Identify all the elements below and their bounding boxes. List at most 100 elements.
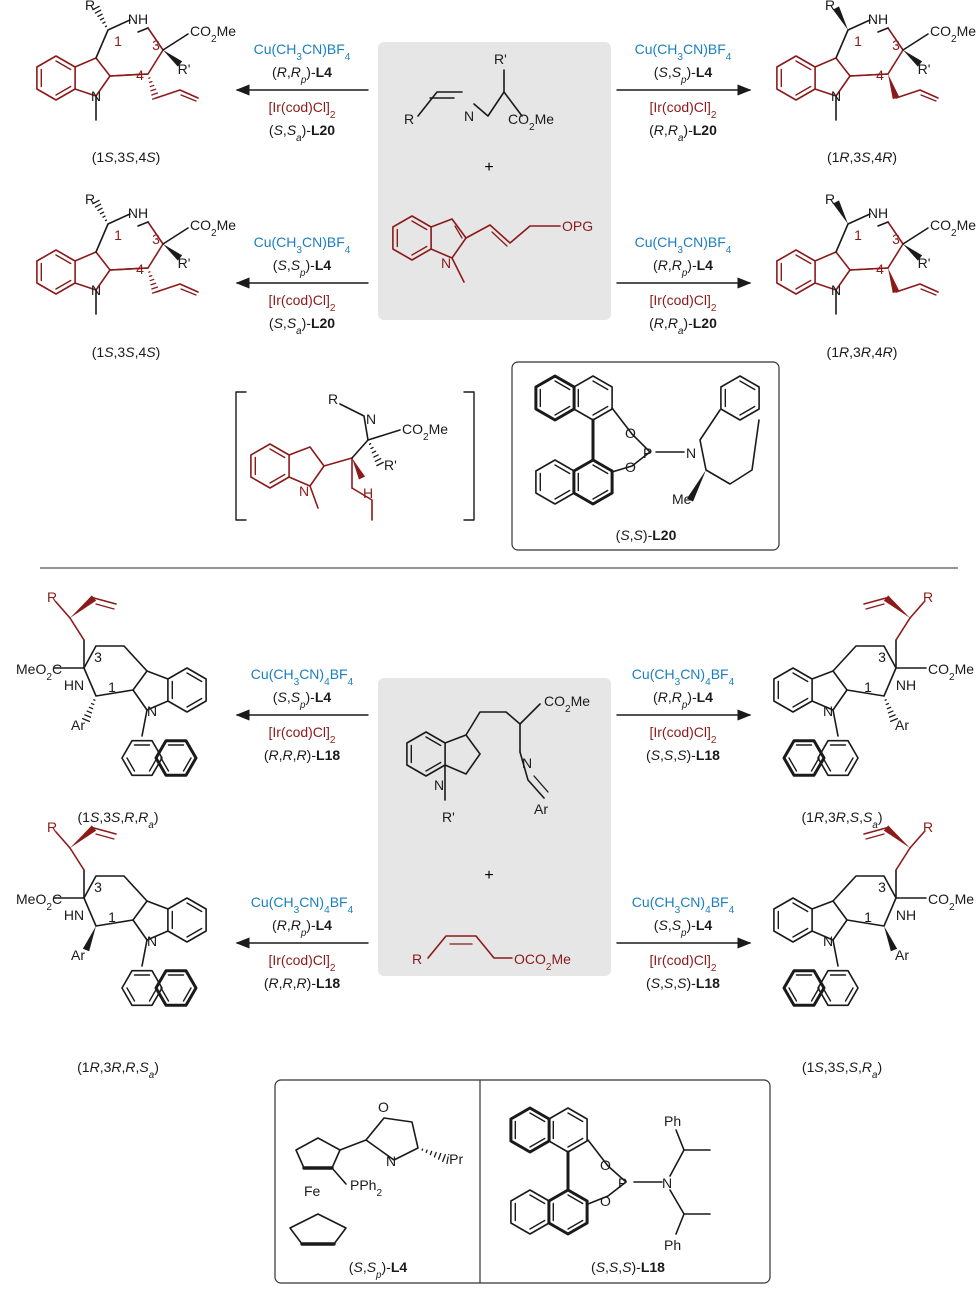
product-1-benzene [776,55,816,101]
wedge-R [833,6,848,31]
product-b1-benzene [773,667,813,713]
double-bond [529,1194,546,1205]
naphthyl-ring [548,1107,588,1153]
copper-catalyst-label: Cu(CH3CN)4BF4 [251,894,354,916]
locant-3: 3 [892,37,900,53]
locant-4: 4 [876,261,884,277]
amine-NH: NH [128,205,148,221]
substituent-R-prime: R' [918,255,931,271]
wedge-methyl [687,470,706,502]
double-bond [411,245,428,256]
bond [137,27,149,33]
copper-ligand-label: (R,Rp)-L4 [272,64,332,86]
ester-group: CO2Me [928,891,974,913]
oxygen-atom: O [378,1099,389,1115]
nitrogen-atom: N [147,703,157,719]
ester-group: CO2Me [930,217,976,239]
double-bond [186,927,203,938]
quinoline-ring [720,375,760,421]
double-bond [567,1112,584,1123]
ester-bond [367,429,401,441]
double-bond [126,987,136,1002]
substituent-R-prime: R' [178,255,191,271]
ester-bond [902,227,929,245]
stereo-label: (1R,3S,4R) [827,149,897,165]
iridium-catalyst-label: [Ir(cod)Cl]2 [649,292,716,314]
vinyl-group [93,597,117,605]
bond [877,27,889,33]
locant-1: 1 [854,227,862,243]
nitrogen-atom: N [464,108,474,124]
imine-chain [417,91,463,117]
stereo-label: (1R,3R,S,Sa) [802,809,883,831]
oxygen-atom: O [600,1157,611,1173]
double-bond [529,1112,546,1123]
vinyl-group [351,487,373,521]
copper-ligand-label: (R,Rp)-L4 [653,257,713,279]
carbonate-group: OCO2Me [514,951,571,973]
plus-sign: + [484,159,493,176]
substituent-R-prime: R' [384,457,397,473]
double-bond [592,464,609,475]
product-b1-ring [832,645,897,697]
double-bond [186,672,203,683]
double-bond [126,757,136,772]
double-bond [844,987,854,1002]
substituent-R: R [404,111,414,127]
iridium-ligand-label: (R,R,R)-L18 [264,975,341,991]
locant-1: 1 [114,227,122,243]
bond [909,831,925,849]
substituent-R: R [825,0,835,13]
double-bond [411,220,428,231]
bracket-right [463,391,475,521]
phenylethyl-bond [669,1189,685,1235]
stereo-label: (1R,3R,4R) [827,344,898,360]
wedge-vinyl [70,595,97,618]
ligand-caption: (S,Sp)-L4 [349,1259,408,1281]
double-bond [491,231,508,247]
ester-bond [503,91,523,117]
naphthyl-ring [782,969,826,1007]
plus-sign: + [484,867,493,884]
indole-pyrrole-ring [288,446,325,487]
double-bond [592,489,609,500]
stereo-label: (1R,3R,R,Sa) [77,1059,159,1081]
nitrogen-atom: N [823,703,833,719]
double-bond [425,761,442,772]
bond [909,601,925,619]
double-bond [186,697,203,708]
double-bond [792,672,809,683]
vinyl-group [155,89,199,99]
double-bond [810,757,820,772]
aryl-group: Ar [71,717,85,733]
ligand-caption: (S,S,S)-L18 [591,1259,665,1275]
double-bond [795,85,812,96]
vinyl-group [895,89,939,99]
locant-3: 3 [94,879,102,895]
nitrogen-atom: N [662,1175,672,1191]
copper-catalyst-label: Cu(CH3CN)BF4 [635,234,732,256]
locant-1: 1 [854,33,862,49]
substituent-R: R [923,589,933,605]
allyl-chain [465,224,561,244]
wedge-Rp [903,244,923,261]
oxygen-atom: O [625,459,636,475]
methyl-group: Me [672,491,692,507]
nitrogen-atom: N [147,933,157,949]
phosphite-ring [611,407,651,473]
substituent-R: R [825,191,835,207]
bond [331,1167,347,1185]
nitrogen-atom: N [831,282,841,298]
iridium-catalyst-label: [Ir(cod)Cl]2 [649,724,716,746]
ester-group: MeO2C [16,661,62,683]
nitrogen-atom: N [299,483,309,499]
phenylethyl-bond [669,1129,685,1177]
nitrogen-atom: N [91,88,101,104]
hash-R [92,5,108,28]
double-bond [792,697,809,708]
locant-3: 3 [152,37,160,53]
nitrogen-atom: N [386,1153,396,1169]
wedge-Rp [903,50,923,67]
copper-catalyst-label: Cu(CH3CN)BF4 [254,41,351,63]
side-chain [69,847,85,871]
